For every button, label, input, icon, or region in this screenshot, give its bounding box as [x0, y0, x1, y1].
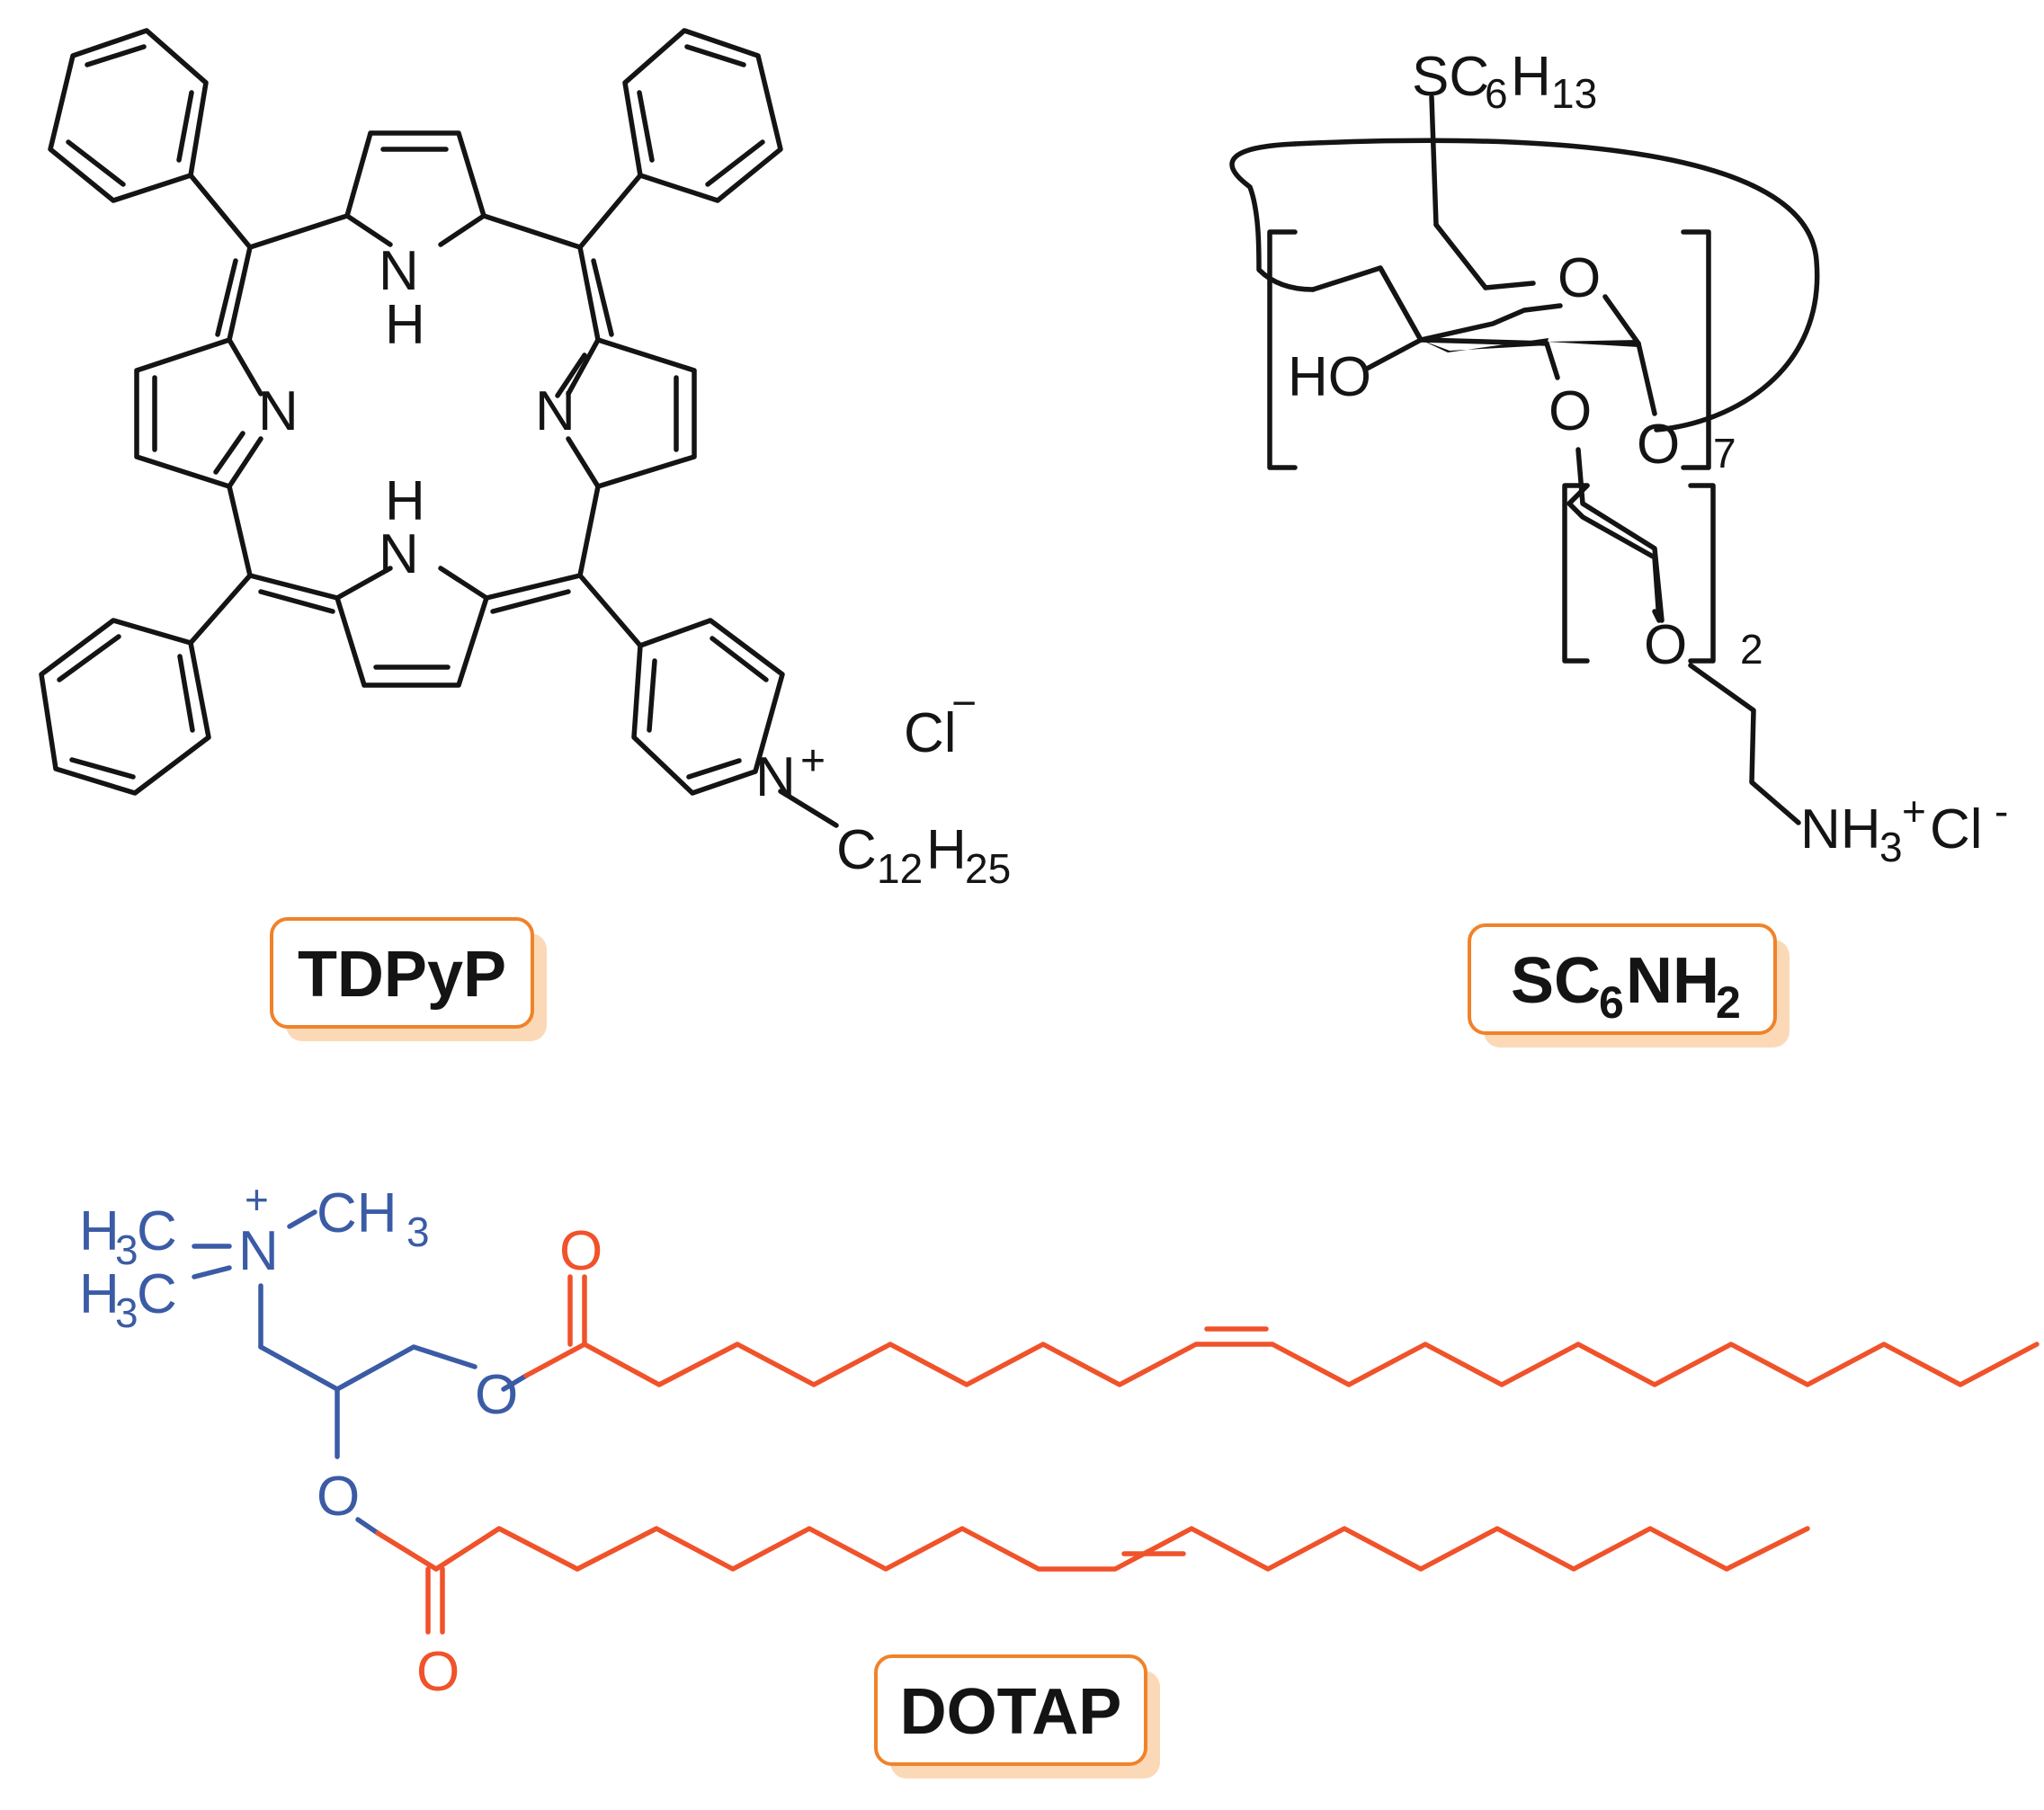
- tdpyp-label-box: TDPyP: [270, 917, 547, 1041]
- tdpyp-atom-n-plus: N: [755, 746, 796, 808]
- dotap-methyl2-sub: 3: [406, 1208, 430, 1255]
- tdpyp-atom-nh-bottom-h: H: [385, 470, 425, 532]
- tdpyp-phenyl-top-left: [48, 28, 209, 203]
- tdpyp-pyrrole-bottom: [335, 566, 489, 688]
- sc6nh2-label-sub6: 6: [1599, 977, 1624, 1028]
- tdpyp-structure: N H N N H N N + Cl − C 12 H 25: [39, 28, 1011, 892]
- tdpyp-alkyl-bond: [778, 789, 839, 828]
- tdpyp-atom-nh-top-h: H: [385, 294, 425, 356]
- sc6nh2-s-sub: 6: [1485, 70, 1508, 117]
- sc6nh2-structure: SC 6 H 13 O HO O O 7 O 2 NH 3 + Cl -: [1229, 46, 2008, 870]
- sc6nh2-bracket2-left: [1562, 483, 1590, 664]
- sc6nh2-macrocycle-arc-right: [1292, 138, 1820, 432]
- tdpyp-alkyl-h: H: [926, 819, 967, 881]
- sc6nh2-label-box: SC 6 NH 2: [1468, 923, 1790, 1048]
- dotap-methyl3-c: C: [137, 1263, 177, 1325]
- tdpyp-pyridinium-ring: [631, 618, 785, 796]
- tdpyp-chloride: Cl: [904, 702, 957, 764]
- sc6nh2-cl: Cl: [1930, 798, 1983, 860]
- sc6nh2-nh-plus: +: [1902, 788, 1926, 834]
- tdpyp-charge-plus: +: [800, 737, 826, 785]
- dotap-ester-o-upper: O: [475, 1364, 518, 1426]
- dotap-n-atom: N: [238, 1220, 279, 1282]
- sc6nh2-ring-o: O: [1558, 247, 1601, 309]
- dotap-label-box: DOTAP: [874, 1654, 1160, 1779]
- tdpyp-atom-nh-bottom-n: N: [379, 523, 419, 585]
- dotap-methyl3-h: H: [79, 1263, 120, 1325]
- tdpyp-phenyl-top-right: [622, 28, 783, 203]
- dotap-carbonyl-o-upper: O: [559, 1220, 602, 1282]
- dotap-tail-lower: [375, 1526, 1810, 1635]
- dotap-methyl1-h: H: [79, 1200, 120, 1262]
- sc6nh2-label-nh: NH: [1626, 945, 1719, 1017]
- tdpyp-phenyl-bottom-left: [39, 618, 211, 796]
- sc6nh2-peg-o: O: [1644, 614, 1687, 676]
- sc6nh2-glycosidic-o: O: [1637, 414, 1680, 476]
- dotap-methyl2-ch: CH: [317, 1182, 397, 1244]
- dotap-structure: H 3 C N + CH 3 H 3 C O O O O: [79, 1176, 2040, 1703]
- sc6nh2-cl-minus: -: [1995, 788, 2008, 834]
- dotap-methyl3-sub: 3: [115, 1289, 138, 1336]
- tdpyp-pyrrole-left: [134, 337, 263, 489]
- sc6nh2-ether-o: O: [1549, 380, 1592, 442]
- tdpyp-alkyl-c: C: [836, 819, 877, 881]
- tdpyp-alkyl-h-sub: 25: [965, 845, 1011, 892]
- sc6nh2-label-sc: SC: [1511, 945, 1601, 1017]
- tdpyp-chloride-charge: −: [951, 680, 977, 727]
- sc6nh2-s-h: H: [1511, 46, 1551, 108]
- sc6nh2-nh-sub: 3: [1879, 824, 1903, 870]
- sc6nh2-label-sub2: 2: [1716, 977, 1741, 1028]
- sc6nh2-glucose-ring: [1310, 265, 1657, 416]
- dotap-methyl1-sub: 3: [115, 1226, 138, 1273]
- sc6nh2-repeat-2: 2: [1740, 626, 1763, 673]
- tdpyp-pyrrole-right: [555, 337, 697, 489]
- sc6nh2-macrocycle-arc-left: [1229, 141, 1316, 292]
- tdpyp-alkyl-c-sub: 12: [877, 845, 923, 892]
- sc6nh2-repeat-7: 7: [1713, 430, 1736, 477]
- sc6nh2-c6-bond: [1433, 222, 1488, 290]
- dotap-ester-o-lower: O: [317, 1466, 360, 1528]
- sc6nh2-bracket-left: [1267, 229, 1298, 470]
- dotap-headgroup: [192, 1209, 529, 1536]
- tdpyp-pyrrole-top: [344, 130, 486, 247]
- dotap-carbonyl-o-lower: O: [416, 1641, 460, 1703]
- tdpyp-atom-n-left: N: [258, 380, 299, 442]
- dotap-tail-upper: [523, 1274, 2040, 1387]
- dotap-label: DOTAP: [900, 1676, 1122, 1748]
- sc6nh2-bracket2-right: [1688, 483, 1716, 664]
- sc6nh2-bracket-right: [1681, 229, 1711, 470]
- sc6nh2-s-bond: [1429, 94, 1439, 227]
- tdpyp-atom-n-right: N: [535, 380, 576, 442]
- dotap-methyl1-c: C: [137, 1200, 177, 1262]
- sc6nh2-s-hsub: 13: [1551, 70, 1597, 117]
- sc6nh2-s-atom: SC: [1412, 46, 1489, 108]
- sc6nh2-peg-arm: [1562, 447, 1801, 825]
- sc6nh2-ho: HO: [1288, 346, 1371, 408]
- tdpyp-atom-nh-top-n: N: [379, 240, 419, 302]
- tdpyp-label: TDPyP: [298, 939, 506, 1011]
- sc6nh2-nh: NH: [1800, 798, 1881, 860]
- dotap-n-plus: +: [245, 1176, 269, 1223]
